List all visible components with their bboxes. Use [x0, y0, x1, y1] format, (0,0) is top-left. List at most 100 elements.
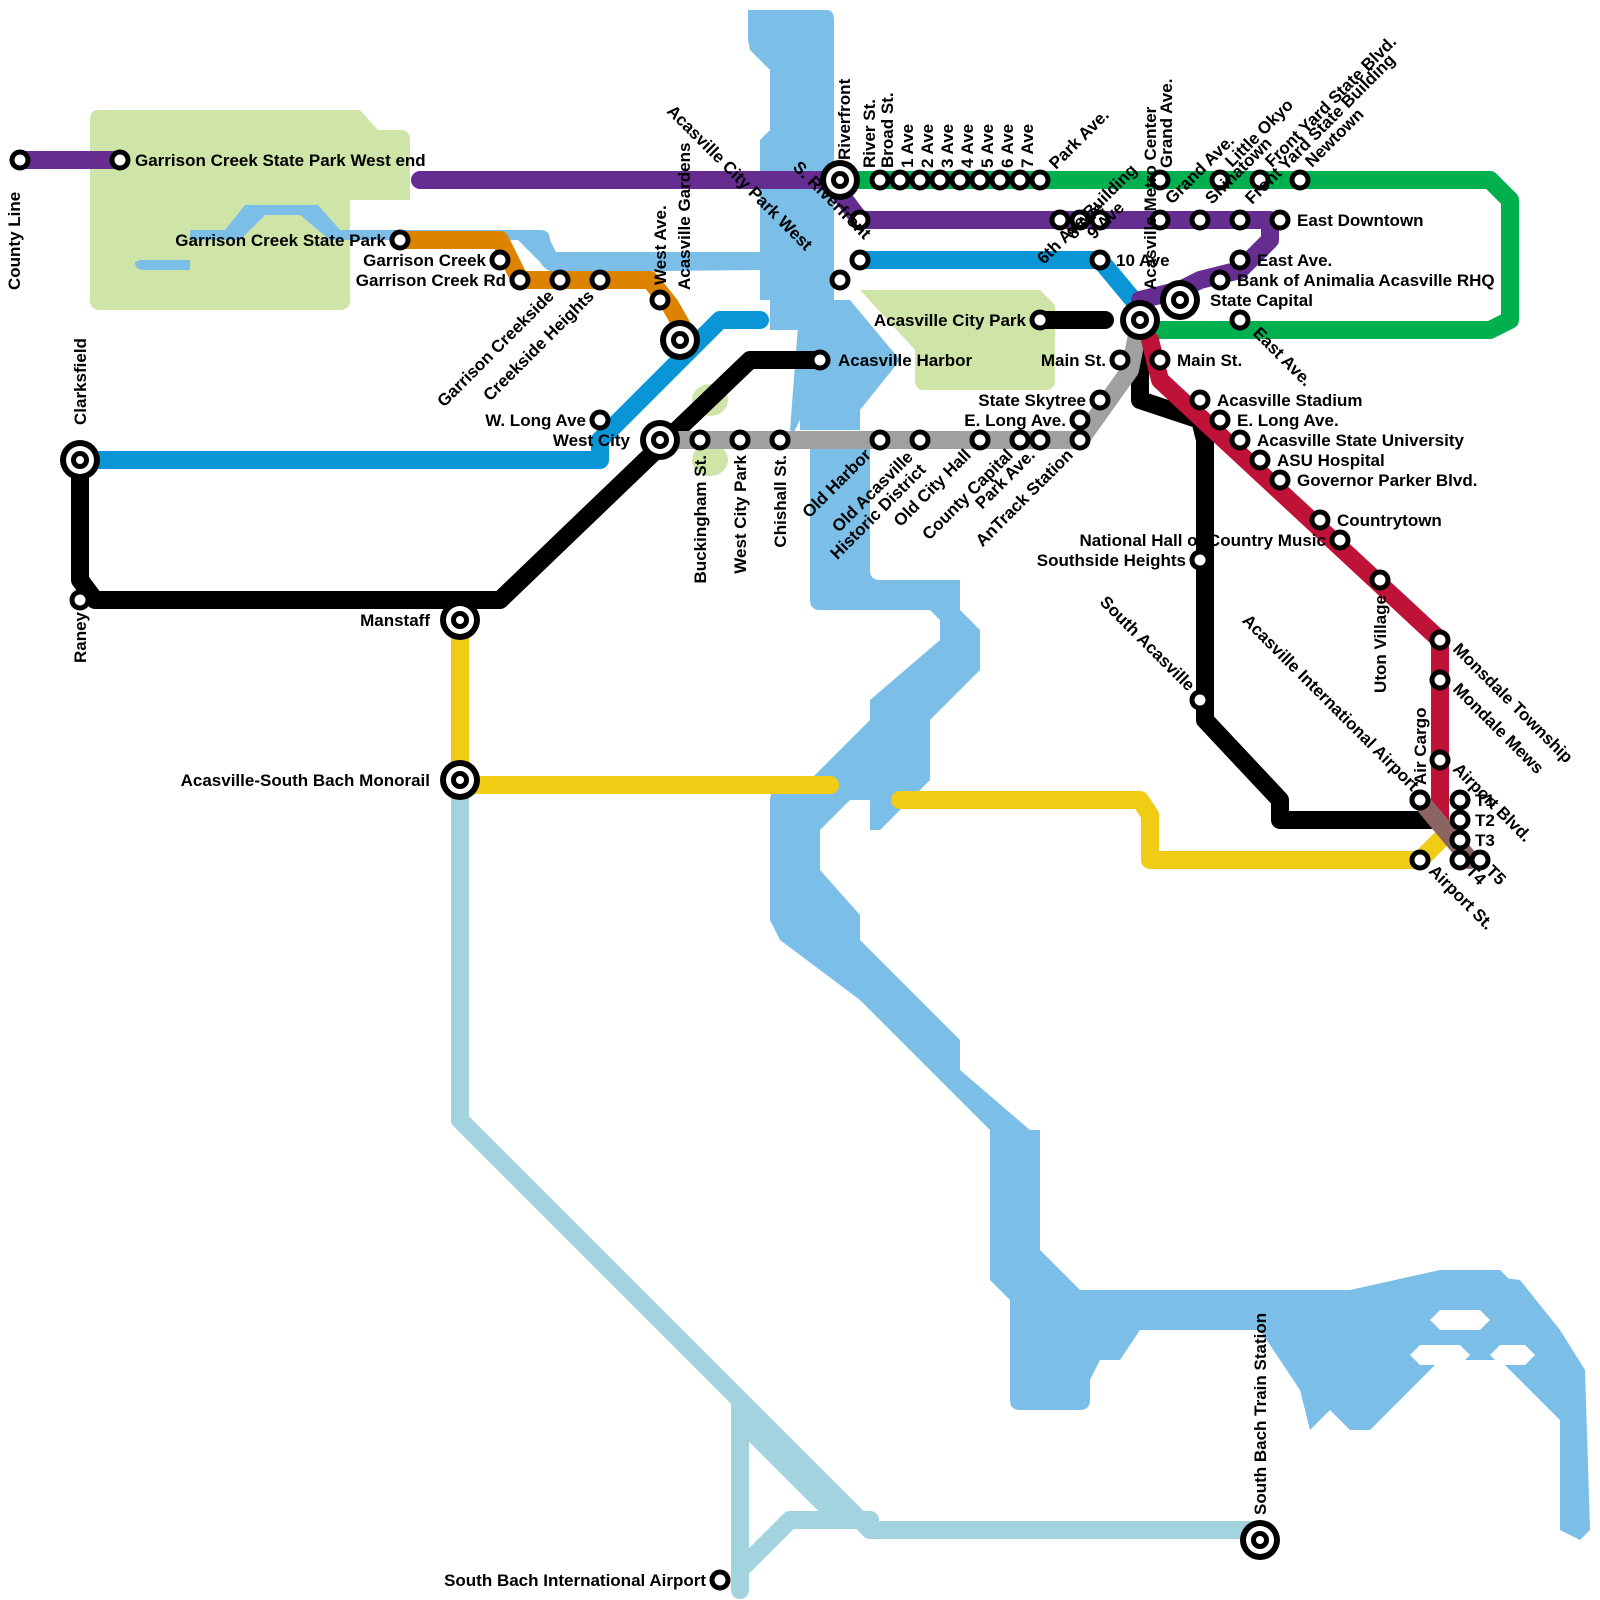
station-raney[interactable] [69, 589, 91, 611]
station-mondale_mews[interactable] [1429, 669, 1451, 691]
station-sixth_ave_building[interactable] [1049, 209, 1071, 231]
label-countrytown: Countrytown [1337, 511, 1442, 530]
station-t4[interactable] [1449, 849, 1471, 871]
station-garrison_creek_rd[interactable] [509, 269, 531, 291]
line-green[interactable] [831, 171, 1519, 339]
station-newtown[interactable] [1289, 169, 1311, 191]
station-west_ave[interactable] [649, 289, 671, 311]
station-state_skytree[interactable] [1089, 389, 1111, 411]
station-east_ave2[interactable] [1229, 309, 1251, 331]
label-main_st2: Main St. [1177, 351, 1242, 370]
station-airport_blvd[interactable] [1429, 749, 1451, 771]
station-stadium[interactable] [1189, 389, 1211, 411]
interchange-west_city[interactable] [640, 420, 680, 460]
label-ave5: 5 Ave [978, 124, 997, 168]
station-front_yard_bldg[interactable] [1229, 209, 1251, 231]
station-southside_heights[interactable] [1189, 549, 1211, 571]
interchange-riverfront[interactable] [820, 160, 860, 200]
label-grand_ave: Grand Ave. [1157, 79, 1176, 168]
line-black[interactable] [71, 311, 1449, 829]
station-antrack[interactable] [1069, 429, 1091, 451]
station-old_harbor[interactable] [869, 429, 891, 451]
station-grand_ave[interactable] [1149, 169, 1171, 191]
station-acasville_city_park_west[interactable] [829, 269, 851, 291]
station-t3[interactable] [1449, 829, 1471, 851]
station-airport_st[interactable] [1409, 849, 1431, 871]
station-chishall[interactable] [769, 429, 791, 451]
station-gcsp_west_end[interactable] [109, 149, 131, 171]
station-asu_hospital[interactable] [1249, 449, 1271, 471]
station-east_downtown[interactable] [1269, 209, 1291, 231]
station-park_ave2[interactable] [1029, 429, 1051, 451]
station-t2[interactable] [1449, 809, 1471, 831]
station-ave4[interactable] [949, 169, 971, 191]
station-asu[interactable] [1229, 429, 1251, 451]
station-buckingham[interactable] [689, 429, 711, 451]
station-s_riverfront[interactable] [849, 249, 871, 271]
station-ave2[interactable] [909, 169, 931, 191]
station-west_city_park[interactable] [729, 429, 751, 451]
station-bank[interactable] [1209, 269, 1231, 291]
station-uton_village[interactable] [1369, 569, 1391, 591]
station-garrison_creekside[interactable] [549, 269, 571, 291]
stations-layer [9, 149, 1491, 1591]
station-harbor[interactable] [809, 349, 831, 371]
interchange-state_capital[interactable] [1160, 280, 1200, 320]
station-governor_parker[interactable] [1269, 469, 1291, 491]
station-ave9[interactable] [1089, 209, 1111, 231]
label-stadium: Acasville Stadium [1217, 391, 1363, 410]
label-t1: T1 [1475, 791, 1495, 810]
station-front_yard_blvd[interactable] [1249, 169, 1271, 191]
station-garrison_creek[interactable] [489, 249, 511, 271]
label-city_park: Acasville City Park [874, 311, 1027, 330]
station-old_acasville[interactable] [909, 429, 931, 451]
station-county_line[interactable] [9, 149, 31, 171]
label-manstaff: Manstaff [360, 611, 430, 630]
interchange-acasville_gardens[interactable] [660, 320, 700, 360]
station-south_acasville[interactable] [1189, 689, 1211, 711]
label-east_ave: East Ave. [1257, 251, 1332, 270]
station-countrytown[interactable] [1309, 509, 1331, 531]
station-river_st[interactable] [849, 209, 871, 231]
station-ave10[interactable] [1089, 249, 1111, 271]
station-e_long_ave[interactable] [1069, 409, 1091, 431]
station-monsdale_township[interactable] [1429, 629, 1451, 651]
station-w_long_ave[interactable] [589, 409, 611, 431]
island-3 [1490, 1345, 1535, 1365]
station-main_st2[interactable] [1149, 349, 1171, 371]
station-ave7[interactable] [1009, 169, 1031, 191]
station-ave3[interactable] [929, 169, 951, 191]
station-old_city_hall[interactable] [969, 429, 991, 451]
station-country_music[interactable] [1329, 529, 1351, 551]
station-e_long_ave2[interactable] [1209, 409, 1231, 431]
station-ave8[interactable] [1069, 209, 1091, 231]
station-grand_ave2[interactable] [1149, 209, 1171, 231]
station-chinatown[interactable] [1189, 209, 1211, 231]
interchange-manstaff[interactable] [440, 600, 480, 640]
station-park_ave[interactable] [1029, 169, 1051, 191]
label-south_bach_airport: South Bach International Airport [444, 1571, 706, 1590]
station-main_st[interactable] [1109, 349, 1131, 371]
station-east_ave[interactable] [1229, 249, 1251, 271]
station-t5[interactable] [1469, 849, 1491, 871]
station-creekside_heights[interactable] [589, 269, 611, 291]
interchange-south_bach_train[interactable] [1240, 1520, 1280, 1560]
interchange-monorail[interactable] [440, 760, 480, 800]
station-little_okyo[interactable] [1209, 169, 1231, 191]
station-t1[interactable] [1449, 789, 1471, 811]
station-gcsp[interactable] [389, 229, 411, 251]
station-south_bach_airport[interactable] [709, 1569, 731, 1591]
interchange-clarksfield[interactable] [60, 440, 100, 480]
station-city_park[interactable] [1029, 309, 1051, 331]
station-ave5[interactable] [969, 169, 991, 191]
interchange-metro_center[interactable] [1120, 300, 1160, 340]
line-lightblue[interactable] [451, 771, 1259, 1599]
label-ave7: 7 Ave [1018, 124, 1037, 168]
station-county_capital[interactable] [1009, 429, 1031, 451]
station-air_cargo[interactable] [1409, 789, 1431, 811]
station-broad_st[interactable] [869, 169, 891, 191]
label-bank: Bank of Animalia Acasville RHQ [1237, 271, 1495, 290]
station-ave1[interactable] [889, 169, 911, 191]
station-ave6[interactable] [989, 169, 1011, 191]
label-garrison_creek: Garrison Creek [363, 251, 486, 270]
